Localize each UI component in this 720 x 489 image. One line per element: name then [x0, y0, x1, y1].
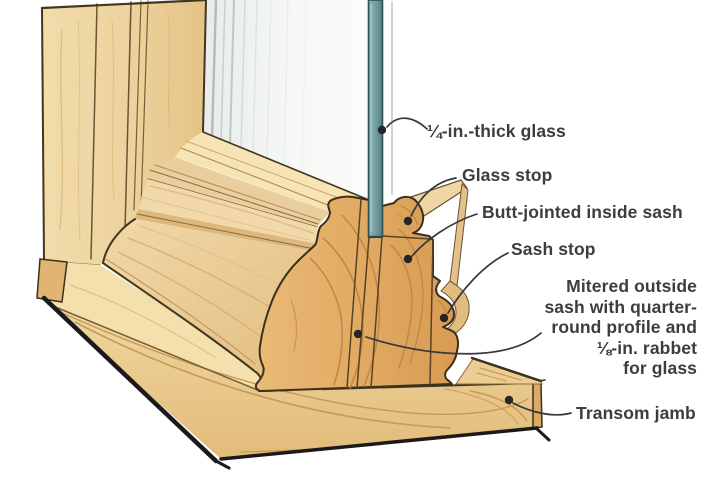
miter-face [455, 358, 543, 385]
joint-line [381, 235, 432, 240]
leader-glass [386, 117, 428, 130]
miter-cut-edge [470, 356, 543, 383]
sash-face-band [139, 179, 318, 244]
leader-sash-stop [447, 252, 509, 314]
glass-stop-profile-band [148, 157, 330, 227]
sash-back-edge [449, 182, 469, 287]
callout-dot [403, 254, 413, 264]
transom-right-end [532, 382, 543, 429]
joint-line [356, 236, 370, 389]
callout-dot [504, 395, 514, 405]
callout-dot [353, 329, 363, 339]
label-glass-stop: Glass stop [462, 165, 553, 185]
sash-back-edges [397, 179, 543, 385]
leader-inside-sash [411, 213, 478, 257]
callout-dot [403, 216, 413, 226]
label-transom-jamb: Transom jamb [576, 403, 696, 423]
label-outside-sash: Mitered outside sash with quarter- round… [544, 276, 697, 379]
label-inside-sash: Butt-jointed inside sash [482, 202, 683, 222]
transom-front-face [48, 304, 537, 459]
callout-dots [353, 125, 514, 405]
transom-top-surface [44, 261, 262, 391]
leader-transom [512, 402, 572, 416]
ground-shadow [41, 295, 551, 470]
step-band [135, 209, 322, 253]
leader-glass-stop [410, 177, 457, 217]
callout-leaders [365, 117, 572, 416]
label-sash-stop: Sash stop [511, 239, 596, 259]
transom-left-end [36, 258, 68, 303]
joint-line [370, 236, 383, 389]
label-glass: ¼-in.-thick glass [427, 121, 566, 141]
glass-pane [203, 0, 393, 200]
callout-dot [439, 313, 449, 323]
cross-section-face [254, 195, 460, 392]
callout-dot [377, 125, 387, 135]
glass-edge [367, 0, 384, 238]
leader-outside-sash [365, 332, 542, 355]
window-jamb [40, 0, 208, 266]
joint-line [429, 240, 434, 385]
joint-line [346, 199, 362, 389]
